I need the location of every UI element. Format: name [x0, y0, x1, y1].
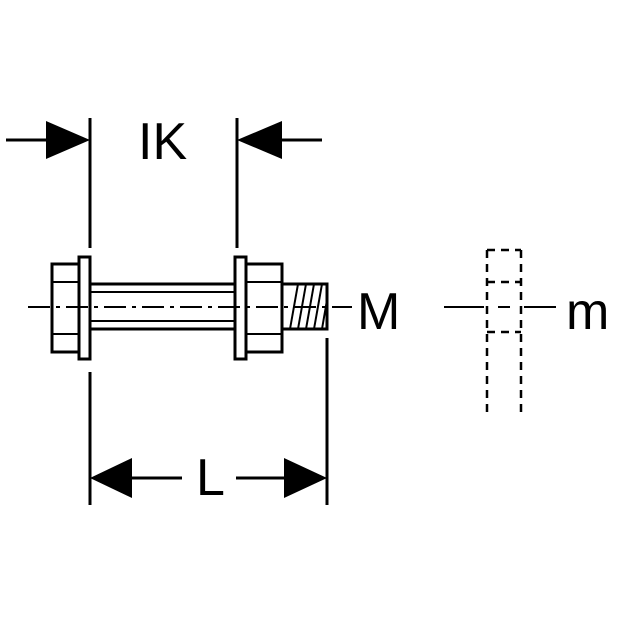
nut-side-view [485, 248, 523, 416]
ik-arrow-left [46, 121, 90, 159]
ik-arrow-right [237, 121, 282, 159]
l-arrow-right [284, 458, 327, 498]
length-label: L [196, 449, 225, 507]
thread-size-label: M [357, 283, 401, 341]
nut-height-label: m [566, 283, 610, 341]
installation-length-label: IK [138, 113, 188, 171]
thread-hatching [289, 283, 328, 330]
l-arrow-left [90, 458, 132, 498]
threaded-end [280, 282, 329, 331]
